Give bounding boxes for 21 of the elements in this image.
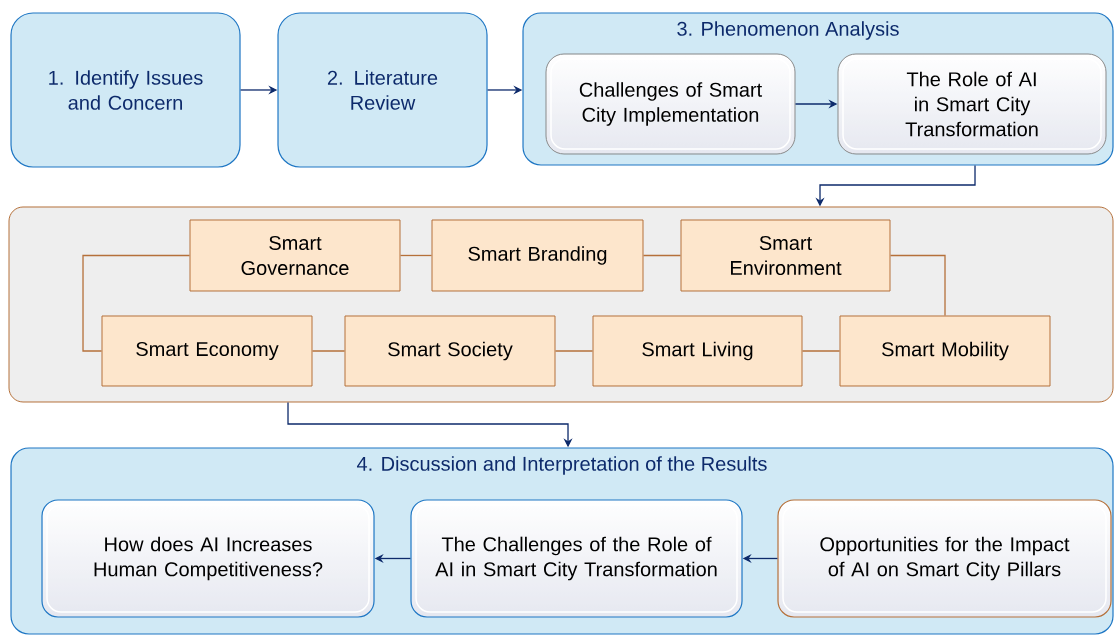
pillar-box: Smart Governance <box>189 219 401 292</box>
step-box: 1. Identify Issues and Concern <box>10 12 241 168</box>
pillar-box: Smart Environment <box>680 219 891 292</box>
result-box: The Challenges of the Role of AI in Smart City Transformation <box>410 499 743 618</box>
connector-line <box>82 254 191 352</box>
sub-box: The Role of AI in Smart City Transformation <box>837 53 1107 155</box>
connector-line <box>642 254 682 257</box>
pillar-box: Smart Mobility <box>839 315 1051 387</box>
step-box: 2. Literature Review <box>277 12 488 168</box>
pillar-box: Smart Branding <box>431 219 644 292</box>
pillar-box: Smart Economy <box>101 315 313 387</box>
connector-line <box>801 350 841 352</box>
connector-line <box>399 254 433 257</box>
connector-line <box>554 350 594 352</box>
connector-line <box>311 350 346 352</box>
connector-line <box>889 254 946 317</box>
pillar-box: Smart Society <box>344 315 556 387</box>
result-box: Opportunities for the Impact of AI on Smart City Pillars <box>777 499 1112 618</box>
sub-box: Challenges of Smart City Implementation <box>545 53 796 155</box>
result-box: How does AI Increases Human Competitiveness? <box>41 499 375 618</box>
pillar-box: Smart Living <box>592 315 803 387</box>
